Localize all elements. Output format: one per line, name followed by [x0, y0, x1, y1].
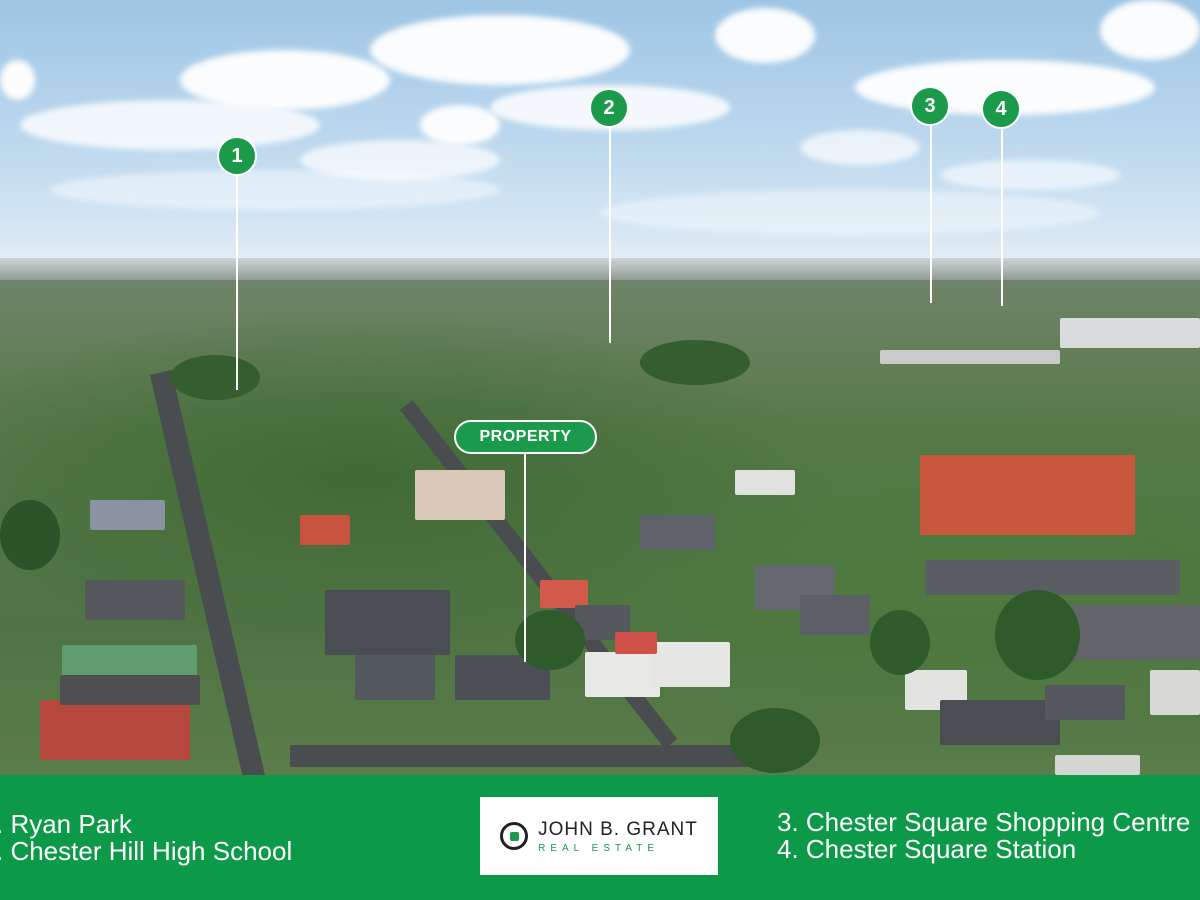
- pin-1-line: [236, 174, 238, 390]
- house-roof: [925, 560, 1180, 595]
- location-pin-3: 3: [910, 86, 950, 126]
- agency-logo: JOHN B. GRANT REAL ESTATE: [480, 797, 718, 875]
- street: [290, 745, 750, 767]
- house-roof: [1150, 670, 1200, 715]
- property-marker: PROPERTY: [454, 420, 597, 454]
- logo-mark-icon: [500, 822, 529, 850]
- house-roof: [585, 652, 660, 697]
- legend-item-4: 4. Chester Square Station: [777, 834, 1077, 864]
- house-roof: [300, 515, 350, 545]
- cloud: [50, 170, 500, 210]
- pin-4-line: [1001, 128, 1003, 306]
- legend-item-1: . Ryan Park: [0, 809, 132, 839]
- tree: [170, 355, 260, 400]
- house-roof: [652, 642, 730, 687]
- industrial-building: [880, 350, 1060, 364]
- pin-2-line: [609, 128, 611, 343]
- industrial-building: [1060, 318, 1200, 348]
- cloud: [300, 140, 500, 180]
- cloud: [940, 160, 1120, 190]
- cloud: [180, 50, 390, 110]
- tree: [870, 610, 930, 675]
- house-roof: [940, 700, 1060, 745]
- house-roof: [60, 675, 200, 705]
- house-roof: [90, 500, 165, 530]
- cloud: [715, 8, 815, 63]
- house-roof: [415, 470, 505, 520]
- cloud: [600, 190, 1100, 235]
- tree: [0, 500, 60, 570]
- house-roof: [355, 655, 435, 700]
- house-roof: [1055, 755, 1140, 775]
- horizon: [0, 258, 1200, 280]
- cloud: [370, 15, 630, 85]
- tree: [995, 590, 1080, 680]
- house-roof: [1045, 685, 1125, 720]
- house-roof: [40, 700, 190, 760]
- house-roof: [735, 470, 795, 495]
- house-roof: [325, 590, 450, 655]
- house-roof: [920, 455, 1135, 535]
- tree: [640, 340, 750, 385]
- house-roof: [800, 595, 870, 635]
- cloud: [1100, 0, 1200, 60]
- logo-text: JOHN B. GRANT REAL ESTATE: [538, 819, 698, 854]
- tree: [515, 610, 585, 670]
- legend-item-3: 3. Chester Square Shopping Centre: [777, 807, 1191, 837]
- location-pin-4: 4: [981, 89, 1021, 129]
- logo-subtitle: REAL ESTATE: [538, 842, 660, 854]
- legend-footer: . Ryan Park . Chester Hill High School J…: [0, 775, 1200, 900]
- cloud: [20, 100, 320, 150]
- house-roof: [540, 580, 588, 608]
- pin-3-line: [930, 125, 932, 303]
- house-roof: [85, 580, 185, 620]
- cloud: [420, 105, 500, 145]
- house-roof: [640, 515, 715, 550]
- legend-item-2: . Chester Hill High School: [0, 836, 293, 866]
- tree: [730, 708, 820, 773]
- location-pin-2: 2: [589, 88, 629, 128]
- cloud: [800, 130, 920, 165]
- house-roof: [615, 632, 657, 654]
- cloud: [0, 60, 35, 100]
- property-line: [524, 452, 526, 662]
- logo-name: JOHN B. GRANT: [538, 818, 698, 840]
- location-pin-1: 1: [217, 136, 257, 176]
- aerial-photo: 1 2 3 4 PROPERTY: [0, 0, 1200, 775]
